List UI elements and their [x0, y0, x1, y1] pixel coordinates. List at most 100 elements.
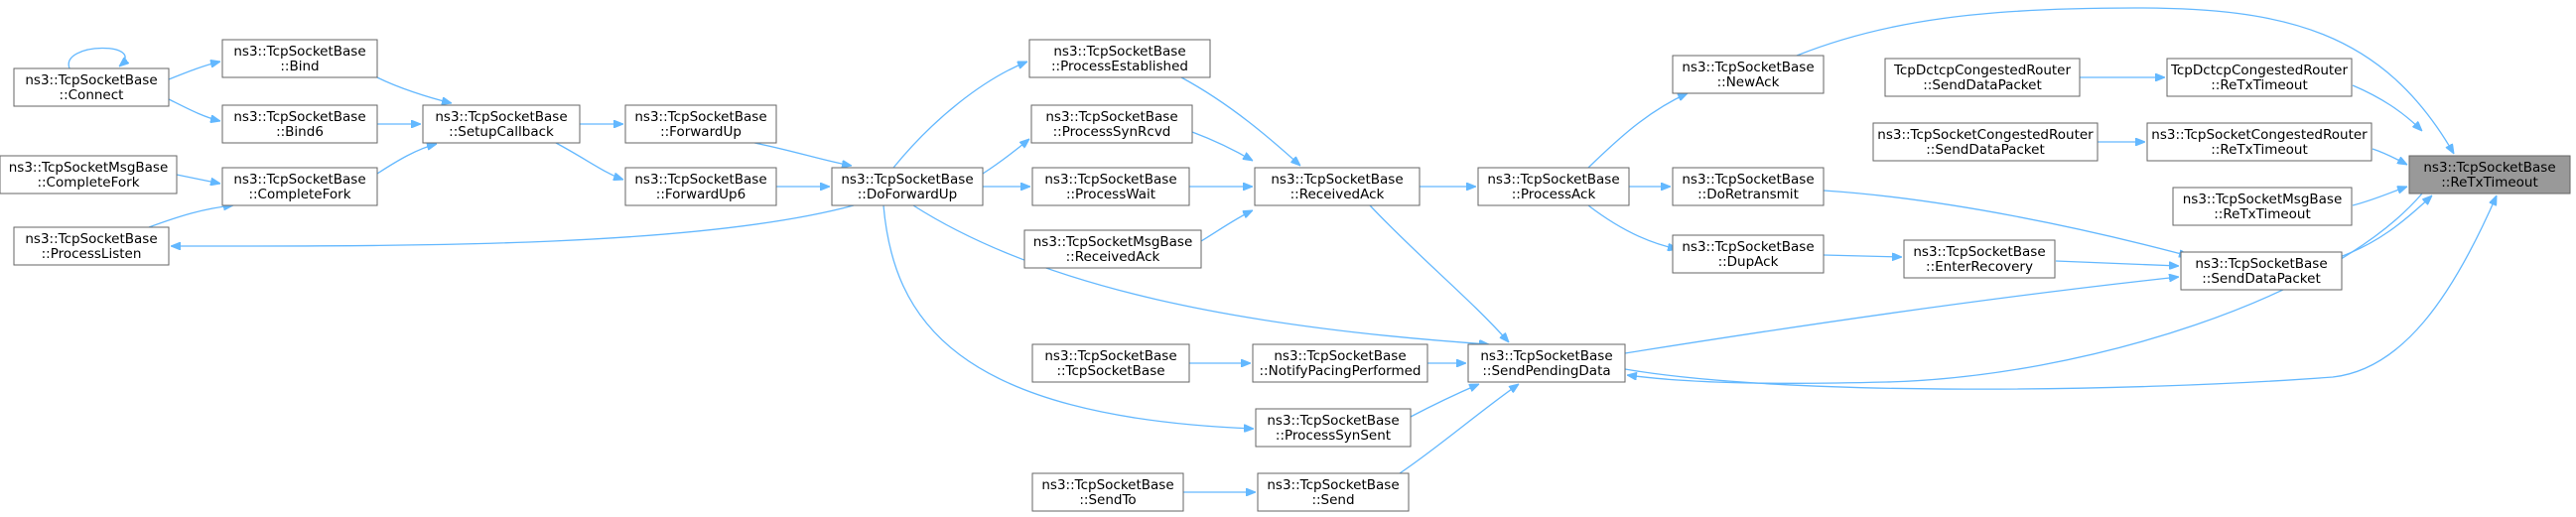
node-box[interactable]	[0, 155, 178, 194]
node-processWait[interactable]: ns3::TcpSocketBase::ProcessWait	[1031, 167, 1190, 206]
node-box[interactable]	[1672, 55, 1825, 94]
node-dupAck[interactable]: ns3::TcpSocketBase::DupAck	[1672, 234, 1825, 274]
node-forwardUp[interactable]: ns3::TcpSocketBase::ForwardUp	[624, 104, 777, 144]
node-sendTo[interactable]: ns3::TcpSocketBase::SendTo	[1031, 472, 1184, 512]
node-box[interactable]	[1872, 122, 2099, 162]
edge-line	[1410, 383, 1479, 418]
node-box[interactable]	[221, 167, 378, 206]
node-forwardUp6[interactable]: ns3::TcpSocketBase::ForwardUp6	[624, 167, 777, 206]
node-connect[interactable]: ns3::TcpSocketBase::Connect	[13, 67, 170, 107]
node-box[interactable]	[624, 104, 777, 144]
node-box[interactable]	[2166, 58, 2353, 97]
edge-line	[912, 204, 1489, 344]
edge-line	[1399, 384, 1519, 474]
node-newAck[interactable]: ns3::TcpSocketBase::NewAck	[1672, 55, 1825, 94]
node-class-label: ns3::TcpSocketBase	[2195, 256, 2327, 272]
node-dctcpRetx[interactable]: TcpDctcpCongestedRouter::ReTxTimeout	[2166, 58, 2353, 97]
node-box[interactable]	[2172, 187, 2353, 226]
node-send[interactable]: ns3::TcpSocketBase::Send	[1257, 472, 1410, 512]
node-box[interactable]	[831, 167, 984, 206]
node-processAck[interactable]: ns3::TcpSocketBase::ProcessAck	[1477, 167, 1630, 206]
node-box[interactable]	[1467, 343, 1626, 383]
node-method-label: ::SendTo	[1079, 492, 1136, 508]
edge-setupCallback-to-forwardUp6	[555, 142, 623, 180]
node-doForwardUp[interactable]: ns3::TcpSocketBase::DoForwardUp	[831, 167, 984, 206]
node-box[interactable]	[422, 104, 581, 144]
node-method-label: ::SendDataPacket	[2202, 271, 2321, 287]
node-box[interactable]	[2146, 122, 2373, 162]
node-sendDataPacket[interactable]: ns3::TcpSocketBase::SendDataPacket	[2180, 251, 2343, 291]
node-method-label: ::DupAck	[1718, 254, 1779, 270]
node-bind6[interactable]: ns3::TcpSocketBase::Bind6	[221, 104, 378, 144]
node-box[interactable]	[1028, 39, 1211, 78]
edge-dctcpRetx-to-retx	[2352, 84, 2422, 131]
edge-processSynSent-to-sendPending	[1410, 383, 1479, 418]
node-msgReceivedAck[interactable]: ns3::TcpSocketMsgBase::ReceivedAck	[1023, 229, 1202, 269]
edge-line	[882, 204, 1254, 429]
node-box[interactable]	[2408, 155, 2571, 194]
node-dctcpSend[interactable]: TcpDctcpCongestedRouter::SendDataPacket	[1884, 58, 2081, 97]
node-box[interactable]	[1031, 343, 1190, 383]
node-method-label: ::Bind	[280, 59, 319, 74]
node-box[interactable]	[13, 67, 170, 107]
edge-connect-to-bind	[168, 62, 220, 80]
node-box[interactable]	[1257, 472, 1410, 512]
node-box[interactable]	[1031, 472, 1184, 512]
edge-line	[753, 142, 852, 166]
node-receivedAck[interactable]: ns3::TcpSocketBase::ReceivedAck	[1254, 167, 1421, 206]
node-box[interactable]	[2180, 251, 2343, 291]
node-method-label: ::SetupCallback	[449, 124, 554, 140]
node-method-label: ::ReTxTimeout	[2211, 77, 2308, 93]
node-box[interactable]	[1903, 239, 2056, 279]
node-box[interactable]	[1030, 104, 1193, 144]
edge-line	[176, 174, 220, 184]
node-method-label: ::DoForwardUp	[858, 187, 958, 202]
node-notifyPacing[interactable]: ns3::TcpSocketBase::NotifyPacingPerforme…	[1252, 343, 1428, 383]
node-box[interactable]	[221, 104, 378, 144]
node-class-label: ns3::TcpSocketBase	[1480, 348, 1612, 364]
node-method-label: ::CompleteFork	[37, 175, 139, 191]
node-box[interactable]	[1254, 167, 1421, 206]
node-completeFork[interactable]: ns3::TcpSocketBase::CompleteFork	[221, 167, 378, 206]
node-ctor[interactable]: ns3::TcpSocketBase::TcpSocketBase	[1031, 343, 1190, 383]
node-setupCallback[interactable]: ns3::TcpSocketBase::SetupCallback	[422, 104, 581, 144]
node-processEst[interactable]: ns3::TcpSocketBase::ProcessEstablished	[1028, 39, 1211, 78]
node-box[interactable]	[1255, 408, 1412, 448]
node-congRetx[interactable]: ns3::TcpSocketCongestedRouter::ReTxTimeo…	[2146, 122, 2373, 162]
node-msgRetx[interactable]: ns3::TcpSocketMsgBase::ReTxTimeout	[2172, 187, 2353, 226]
node-processSynRcvd[interactable]: ns3::TcpSocketBase::ProcessSynRcvd	[1030, 104, 1193, 144]
node-congSend[interactable]: ns3::TcpSocketCongestedRouter::SendDataP…	[1872, 122, 2099, 162]
edge-line	[1624, 195, 2498, 390]
node-box[interactable]	[1884, 58, 2081, 97]
node-box[interactable]	[13, 226, 170, 266]
node-msgCompleteFork[interactable]: ns3::TcpSocketMsgBase::CompleteFork	[0, 155, 178, 194]
node-box[interactable]	[1672, 234, 1825, 274]
node-method-label: ::SendDataPacket	[1923, 77, 2042, 93]
node-box[interactable]	[1252, 343, 1428, 383]
node-class-label: ns3::TcpSocketCongestedRouter	[1877, 127, 2094, 143]
edge-forwardUp-to-doForwardUp	[753, 142, 852, 166]
node-processListen[interactable]: ns3::TcpSocketBase::ProcessListen	[13, 226, 170, 266]
node-class-label: ns3::TcpSocketBase	[1682, 60, 1814, 75]
node-retx[interactable]: ns3::TcpSocketBase::ReTxTimeout	[2408, 155, 2571, 194]
node-method-label: ::EnterRecovery	[1926, 259, 2033, 275]
node-method-label: ::ReceivedAck	[1066, 249, 1160, 265]
node-method-label: ::ProcessListen	[42, 246, 142, 262]
node-enterRecovery[interactable]: ns3::TcpSocketBase::EnterRecovery	[1903, 239, 2056, 279]
node-box[interactable]	[1023, 229, 1202, 269]
node-box[interactable]	[1477, 167, 1630, 206]
node-sendPending[interactable]: ns3::TcpSocketBase::SendPendingData	[1467, 343, 1626, 383]
edge-sendPending-to-sendDataPacket	[1624, 277, 2179, 354]
node-box[interactable]	[1031, 167, 1190, 206]
node-doRetransmit[interactable]: ns3::TcpSocketBase::DoRetransmit	[1672, 167, 1825, 206]
node-box[interactable]	[624, 167, 777, 206]
node-processSynSent[interactable]: ns3::TcpSocketBase::ProcessSynSent	[1255, 408, 1412, 448]
edge-processEst-to-receivedAck	[1180, 76, 1300, 166]
edge-completeFork-to-setupCallback	[376, 144, 437, 175]
node-box[interactable]	[221, 39, 378, 78]
node-class-label: ns3::TcpSocketBase	[1045, 109, 1177, 125]
node-bind[interactable]: ns3::TcpSocketBase::Bind	[221, 39, 378, 78]
node-class-label: ns3::TcpSocketBase	[25, 231, 157, 247]
node-box[interactable]	[1672, 167, 1825, 206]
edge-line	[1796, 7, 2454, 154]
